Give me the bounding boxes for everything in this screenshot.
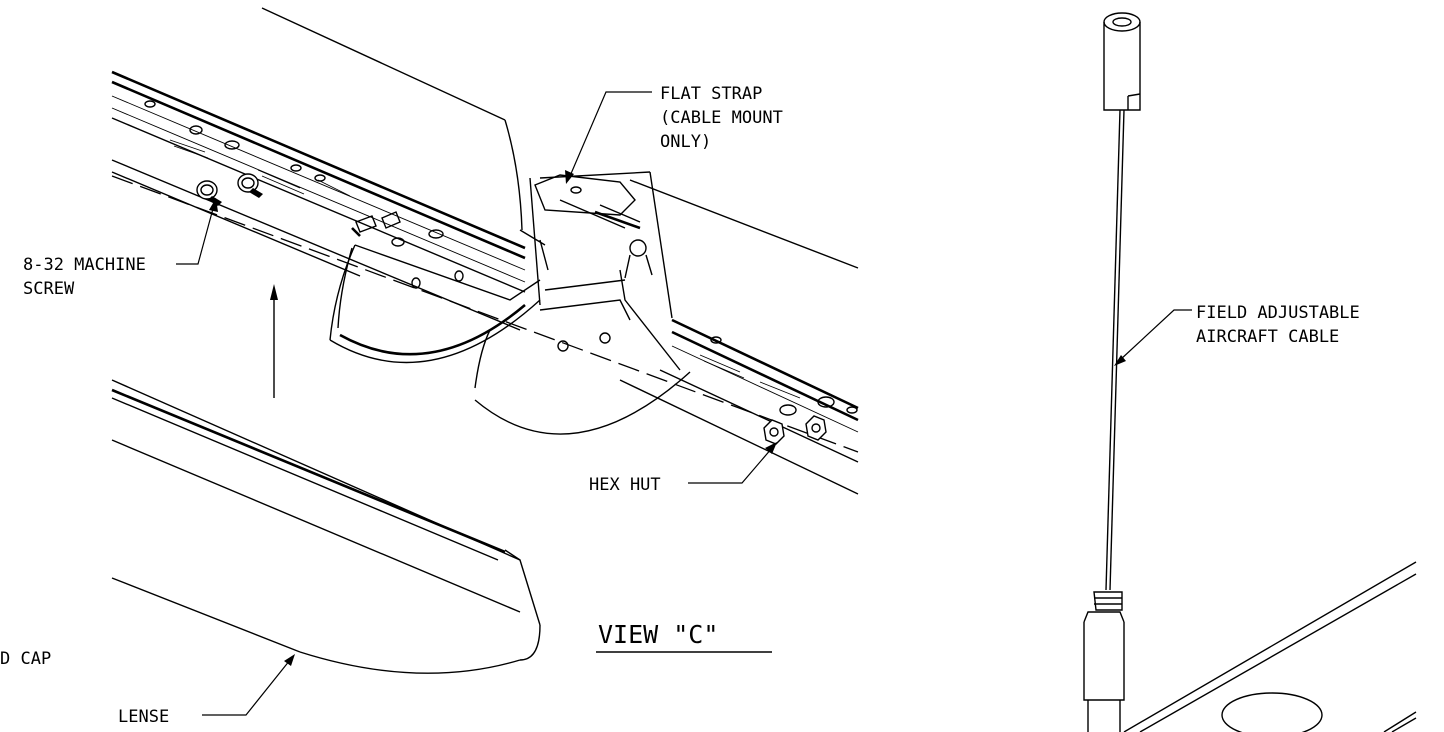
hex-nuts (763, 415, 827, 445)
leader-lines (176, 91, 1192, 716)
center-line (111, 175, 859, 453)
end-cap-label: D CAP (0, 649, 51, 669)
view-title: VIEW "C" (598, 620, 718, 649)
assembly-arrow (270, 284, 278, 398)
lense-label: LENSE (118, 707, 169, 727)
flat-strap-label-line1: FLAT STRAP (660, 84, 762, 104)
flat-strap (519, 174, 641, 271)
flat-strap-label-line3: ONLY) (660, 132, 711, 152)
rail-holes (144, 100, 858, 416)
aircraft-cable-assembly (1083, 12, 1417, 732)
machine-screws (196, 173, 401, 237)
machine-screw-label-line1: 8-32 MACHINE (23, 255, 146, 275)
flat-strap-label-line2: (CABLE MOUNT (660, 108, 783, 128)
screw-1 (196, 180, 222, 206)
lense-part (111, 379, 541, 674)
aircraft-cable-label-line1: FIELD ADJUSTABLE (1196, 303, 1360, 323)
aircraft-cable-label-line2: AIRCRAFT CABLE (1196, 327, 1339, 347)
fixture-housing (111, 7, 859, 495)
end-bracket (329, 239, 691, 435)
small-clips (351, 211, 401, 237)
machine-screw-label-line2: SCREW (23, 279, 75, 299)
screw-2 (237, 173, 263, 198)
hex-nut-label: HEX HUT (589, 475, 661, 495)
callouts: FLAT STRAP (CABLE MOUNT ONLY) 8-32 MACHI… (0, 84, 1360, 727)
